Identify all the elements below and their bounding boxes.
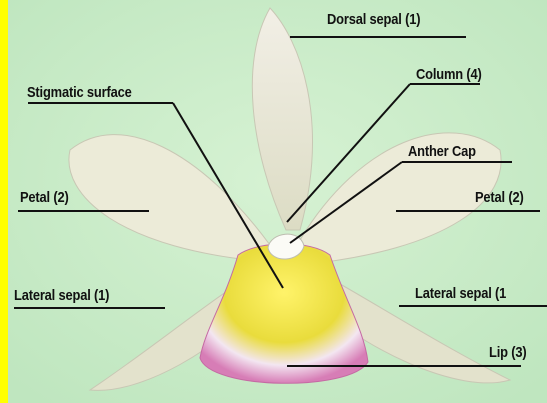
- label-petal-left: Petal (2): [20, 189, 69, 206]
- label-dorsal-sepal: Dorsal sepal (1): [327, 11, 420, 28]
- label-lateral-sepal-left: Lateral sepal (1): [14, 287, 109, 304]
- label-petal-right: Petal (2): [475, 189, 524, 206]
- label-lip: Lip (3): [489, 344, 526, 361]
- label-anther-cap: Anther Cap: [408, 143, 476, 160]
- label-lateral-sepal-right: Lateral sepal (1: [415, 285, 506, 302]
- label-stigmatic-surface: Stigmatic surface: [27, 84, 132, 101]
- label-column: Column (4): [416, 66, 482, 83]
